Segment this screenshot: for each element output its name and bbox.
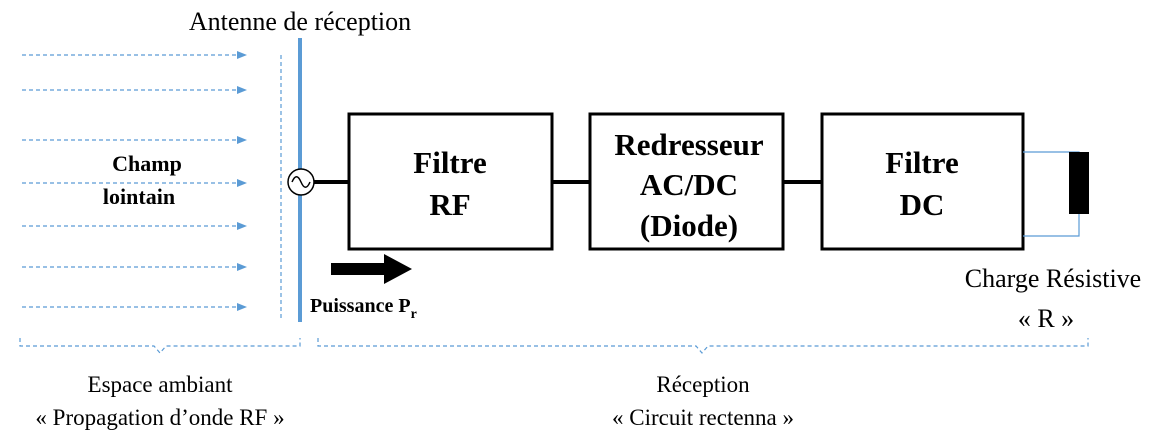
ambient-label-line2: « Propagation d’onde RF » [35,405,284,430]
reception-label-line2: « Circuit rectenna » [612,405,794,430]
filtre-rf-block [347,112,554,251]
ambient-label-line1: Espace ambiant [88,372,234,397]
load-label-line1: Charge Résistive [965,264,1141,293]
reception-label-line1: Réception [656,372,750,397]
redresseur-line2: AC/DC [640,167,738,202]
load-label-line2: « R » [1018,304,1074,333]
antenna-label: Antenne de réception [189,7,411,36]
filtre-dc-block [820,112,1025,251]
ambient-brace [19,338,301,354]
resistor-icon [1069,152,1089,214]
power-label: Puissance Pr [310,295,417,322]
redresseur-line1: Redresseur [614,127,763,162]
far-field-label-line1: Champ [112,151,182,176]
rf-wave-arrows [22,51,247,311]
power-arrow-icon [331,254,412,284]
power-label-subscript: r [411,307,417,322]
redresseur-block [588,112,785,251]
reception-brace [317,338,1089,354]
filtre-dc-line2: DC [900,187,945,222]
power-label-text: Puissance P [310,295,411,317]
far-field-label-line2: lointain [103,184,175,209]
ac-source-icon [287,168,315,196]
filtre-dc-line1: Filtre [885,145,958,180]
redresseur-line3: (Diode) [640,208,738,243]
filtre-rf-line2: RF [429,187,470,222]
filtre-rf-line1: Filtre [413,145,486,180]
